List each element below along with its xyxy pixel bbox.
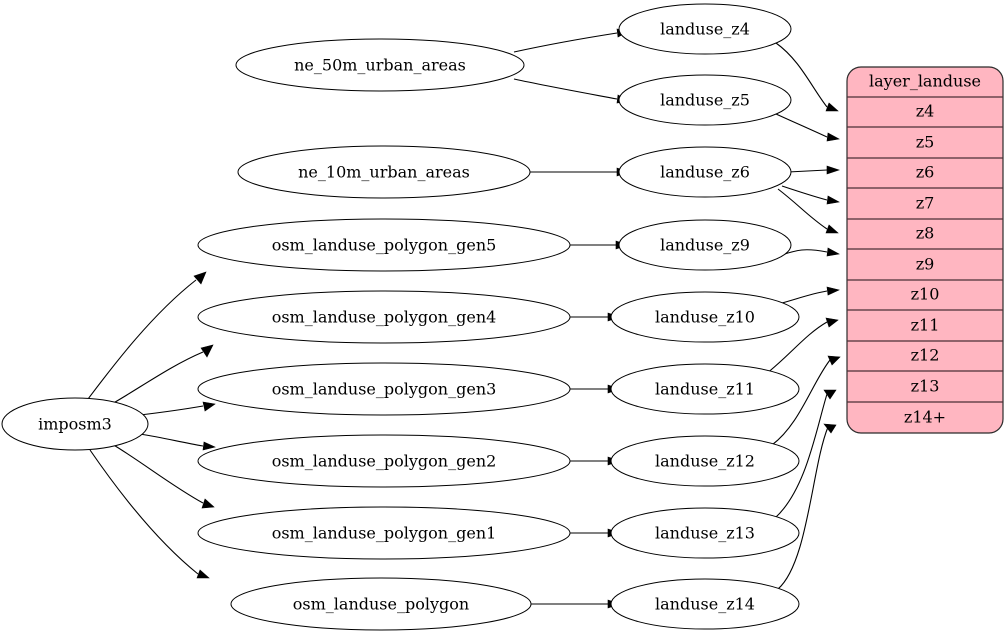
node-landuse-z5-label: landuse_z5: [660, 91, 750, 110]
record-row-z5[interactable]: z5: [916, 133, 935, 152]
record-row-z9[interactable]: z9: [916, 255, 935, 274]
edge-landuse-z6-to-row-z7: [781, 185, 840, 205]
node-osm-landuse-polygon-gen4[interactable]: osm_landuse_polygon_gen4: [197, 290, 571, 344]
node-landuse-z14-label: landuse_z14: [655, 595, 755, 614]
record-row-z7[interactable]: z7: [916, 194, 935, 213]
edge-imposm3-to-polygon: [89, 449, 210, 579]
node-osm-landuse-polygon[interactable]: osm_landuse_polygon: [230, 577, 532, 631]
node-landuse-z12-label: landuse_z12: [655, 452, 755, 471]
node-landuse-z5[interactable]: landuse_z5: [618, 74, 792, 126]
node-osm-landuse-polygon-gen3[interactable]: osm_landuse_polygon_gen3: [197, 362, 571, 416]
record-row-z4[interactable]: z4: [916, 102, 935, 121]
node-landuse-z6[interactable]: landuse_z6: [618, 146, 792, 198]
edge-landuse-z5-to-row-z5: [775, 113, 840, 142]
edge-landuse-z12-to-row-z12: [771, 355, 841, 446]
edge-imposm3-to-gen2: [139, 433, 216, 451]
record-node-layer-landuse[interactable]: layer_landuse z4 z5 z6 z7 z8 z9 z10 z11 …: [846, 66, 1004, 434]
node-landuse-z12[interactable]: landuse_z12: [610, 435, 800, 487]
node-landuse-z13[interactable]: landuse_z13: [610, 507, 800, 559]
node-osm-landuse-polygon-gen3-label: osm_landuse_polygon_gen3: [272, 380, 497, 399]
node-layer: imposm3 ne_50m_urban_areas ne_10m_urban_…: [1, 3, 1004, 631]
record-row-z6[interactable]: z6: [916, 163, 935, 182]
node-landuse-z6-label: landuse_z6: [660, 163, 750, 182]
edge-ne10m-to-landuse-z6: [530, 167, 630, 177]
node-ne-50m-urban-areas-label: ne_50m_urban_areas: [294, 56, 466, 75]
node-ne-50m-urban-areas[interactable]: ne_50m_urban_areas: [235, 38, 525, 92]
edge-imposm3-to-gen1: [111, 443, 215, 509]
edge-landuse-z14-to-row-z14plus: [777, 423, 837, 590]
node-landuse-z11[interactable]: landuse_z11: [610, 363, 800, 415]
edge-landuse-z6-to-row-z6: [787, 165, 840, 175]
edge-ne50m-to-landuse-z4: [513, 28, 630, 53]
record-row-z10[interactable]: z10: [911, 285, 940, 304]
edge-landuse-z13-to-row-z13: [774, 389, 837, 519]
node-landuse-z13-label: landuse_z13: [655, 524, 755, 543]
record-title-layer-landuse: layer_landuse: [869, 72, 981, 91]
edge-landuse-z10-to-row-z10: [781, 286, 840, 304]
node-landuse-z14[interactable]: landuse_z14: [610, 578, 800, 630]
node-osm-landuse-polygon-gen1[interactable]: osm_landuse_polygon_gen1: [197, 506, 571, 560]
node-osm-landuse-polygon-label: osm_landuse_polygon: [293, 595, 469, 614]
node-landuse-z4-label: landuse_z4: [660, 20, 750, 39]
node-landuse-z10-label: landuse_z10: [655, 308, 755, 327]
edge-imposm3-to-gen4: [109, 344, 214, 406]
node-osm-landuse-polygon-gen2[interactable]: osm_landuse_polygon_gen2: [197, 434, 571, 488]
node-landuse-z11-label: landuse_z11: [655, 380, 755, 399]
edge-imposm3-to-gen3: [139, 401, 216, 416]
record-row-z14-plus[interactable]: z14+: [904, 408, 946, 427]
node-ne-10m-urban-areas[interactable]: ne_10m_urban_areas: [237, 145, 531, 199]
node-imposm3-label: imposm3: [38, 415, 112, 434]
node-landuse-z10[interactable]: landuse_z10: [610, 291, 800, 343]
node-osm-landuse-polygon-gen1-label: osm_landuse_polygon_gen1: [272, 524, 497, 543]
record-row-z13[interactable]: z13: [911, 377, 940, 396]
record-row-z8[interactable]: z8: [916, 224, 935, 243]
node-landuse-z9-label: landuse_z9: [660, 236, 750, 255]
node-imposm3[interactable]: imposm3: [1, 397, 149, 451]
node-landuse-z9[interactable]: landuse_z9: [618, 219, 792, 271]
edge-landuse-z4-to-row-z4: [775, 42, 839, 112]
record-row-z11[interactable]: z11: [911, 316, 940, 335]
edge-landuse-z6-to-row-z8: [777, 188, 839, 234]
node-osm-landuse-polygon-gen4-label: osm_landuse_polygon_gen4: [272, 308, 497, 327]
node-ne-10m-urban-areas-label: ne_10m_urban_areas: [298, 163, 470, 182]
node-landuse-z4[interactable]: landuse_z4: [618, 3, 792, 55]
edge-landuse-z11-to-row-z11: [765, 317, 839, 375]
node-osm-landuse-polygon-gen5-label: osm_landuse_polygon_gen5: [272, 236, 497, 255]
record-row-z12[interactable]: z12: [911, 346, 940, 365]
edge-imposm3-to-gen5: [87, 271, 207, 400]
edge-polygon-to-landuse-z14: [530, 599, 621, 609]
edge-ne50m-to-landuse-z5: [513, 78, 630, 104]
node-osm-landuse-polygon-gen5[interactable]: osm_landuse_polygon_gen5: [197, 218, 571, 272]
node-osm-landuse-polygon-gen2-label: osm_landuse_polygon_gen2: [272, 452, 497, 471]
